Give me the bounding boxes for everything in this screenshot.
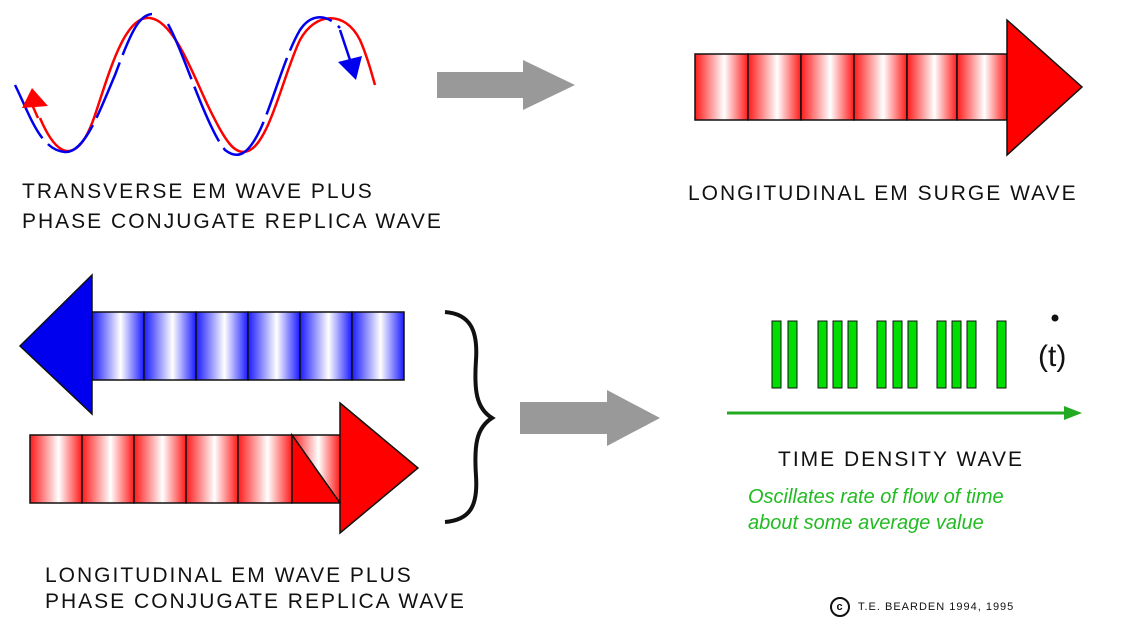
blue-sine-wave bbox=[13, 12, 341, 156]
surge-caption: LONGITUDINAL EM SURGE WAVE bbox=[688, 182, 1078, 205]
copyright-icon: c bbox=[830, 597, 850, 617]
blue-down-arrowhead bbox=[338, 29, 362, 80]
time-density-bars bbox=[771, 320, 1007, 389]
transverse-caption-line1: TRANSVERSE EM WAVE PLUS bbox=[22, 180, 374, 203]
red-sine-wave bbox=[38, 16, 377, 153]
time-density-bar-2 bbox=[787, 320, 798, 389]
transverse-wave-panel bbox=[13, 12, 377, 156]
gray-right-arrow-top bbox=[437, 60, 575, 110]
dot-over-t bbox=[1051, 314, 1059, 322]
time-rate-symbol: (t) bbox=[1038, 314, 1066, 373]
oscillation-note-line1: Oscillates rate of flow of time bbox=[748, 486, 1004, 508]
time-density-bar-4 bbox=[832, 320, 843, 389]
time-density-caption: TIME DENSITY WAVE bbox=[778, 448, 1024, 471]
copyright-notice: c T.E. BEARDEN 1994, 1995 bbox=[830, 597, 1014, 617]
time-density-bar-5 bbox=[847, 320, 858, 389]
t-dot-label: (t) bbox=[1038, 340, 1066, 373]
time-density-bar-9 bbox=[936, 320, 947, 389]
time-axis bbox=[727, 406, 1082, 420]
time-density-bar-12 bbox=[996, 320, 1007, 389]
copyright-text: T.E. BEARDEN 1994, 1995 bbox=[858, 600, 1015, 613]
red-up-arrowhead bbox=[22, 88, 48, 119]
longitudinal-caption-line2: PHASE CONJUGATE REPLICA WAVE bbox=[45, 590, 466, 613]
time-density-bar-3 bbox=[817, 320, 828, 389]
longitudinal-caption-line1: LONGITUDINAL EM WAVE PLUS bbox=[45, 564, 413, 587]
time-density-bar-8 bbox=[907, 320, 918, 389]
surge-wave-arrow bbox=[694, 18, 1084, 157]
time-density-bar-10 bbox=[951, 320, 962, 389]
oscillation-note-line2: about some average value bbox=[748, 512, 984, 534]
phase-conjugate-blue-arrow bbox=[18, 273, 405, 416]
right-curly-brace bbox=[444, 310, 496, 524]
longitudinal-red-arrow bbox=[29, 401, 420, 535]
time-density-bar-6 bbox=[876, 320, 887, 389]
time-density-bar-7 bbox=[892, 320, 903, 389]
time-density-bar-11 bbox=[966, 320, 977, 389]
time-density-bar-1 bbox=[771, 320, 782, 389]
gray-right-arrow-bottom bbox=[520, 390, 660, 446]
transverse-caption-line2: PHASE CONJUGATE REPLICA WAVE bbox=[22, 210, 443, 233]
